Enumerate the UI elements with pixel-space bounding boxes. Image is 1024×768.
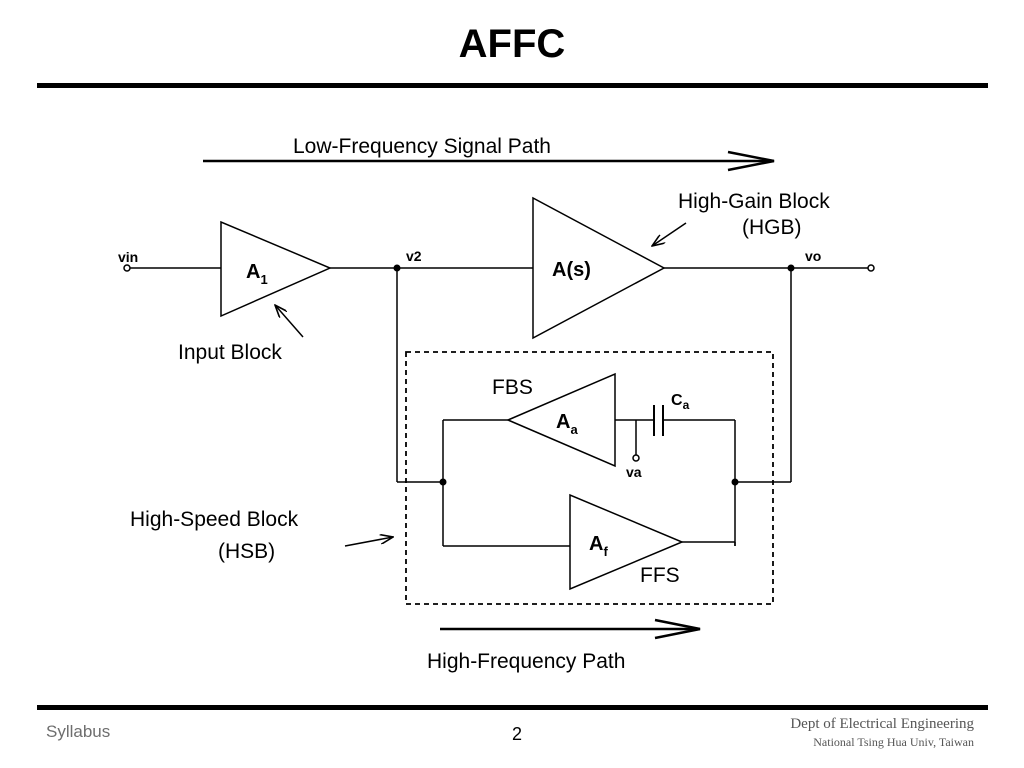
- as-label: A(s): [552, 259, 591, 281]
- high-frequency-label: High-Frequency Path: [427, 650, 625, 673]
- hsb-label-line1: High-Speed Block: [130, 508, 299, 531]
- footer-univ: National Tsing Hua Univ, Taiwan: [813, 735, 974, 749]
- amplifier-as: [532, 196, 666, 340]
- footer-affiliation: Dept of Electrical Engineering National …: [790, 716, 974, 750]
- slide-title: AFFC: [458, 22, 566, 66]
- low-frequency-label: Low-Frequency Signal Path: [293, 135, 551, 158]
- page-number: 2: [512, 724, 523, 744]
- hgb-pointer: [652, 222, 687, 246]
- a1-label: A1: [246, 261, 268, 287]
- hgb-label-line2: (HGB): [742, 216, 802, 239]
- va-terminal: [632, 454, 640, 462]
- vin-terminal: [123, 264, 131, 272]
- low-frequency-arrowhead: [727, 150, 775, 172]
- vin-label: vin: [118, 249, 138, 265]
- title-divider: [37, 83, 988, 88]
- input-block-pointer: [275, 305, 304, 338]
- va-label: va: [626, 464, 642, 480]
- hsb-dashed-box: [405, 351, 774, 605]
- ffs-label: FFS: [640, 564, 680, 587]
- hsb-pointer: [344, 537, 393, 547]
- amplifier-af: [569, 493, 684, 591]
- fbs-label: FBS: [492, 376, 533, 399]
- hsb-label-line2: (HSB): [218, 540, 275, 563]
- af-label: Af: [589, 533, 608, 559]
- amplifier-a1: [220, 220, 332, 318]
- hgb-label-line1: High-Gain Block: [678, 190, 830, 213]
- high-frequency-arrowhead: [654, 618, 701, 640]
- footer-dept: Dept of Electrical Engineering: [790, 716, 974, 732]
- capacitor-label: Ca: [671, 392, 690, 412]
- input-block-label: Input Block: [178, 341, 282, 364]
- v2-label: v2: [406, 248, 422, 264]
- hsb-left-node: [439, 478, 447, 486]
- hsb-right-node: [731, 478, 739, 486]
- vo-terminal: [867, 264, 875, 272]
- aa-label: Aa: [556, 411, 578, 437]
- footer-divider: [37, 705, 988, 710]
- vo-label: vo: [805, 248, 821, 264]
- footer-syllabus: Syllabus: [46, 722, 111, 741]
